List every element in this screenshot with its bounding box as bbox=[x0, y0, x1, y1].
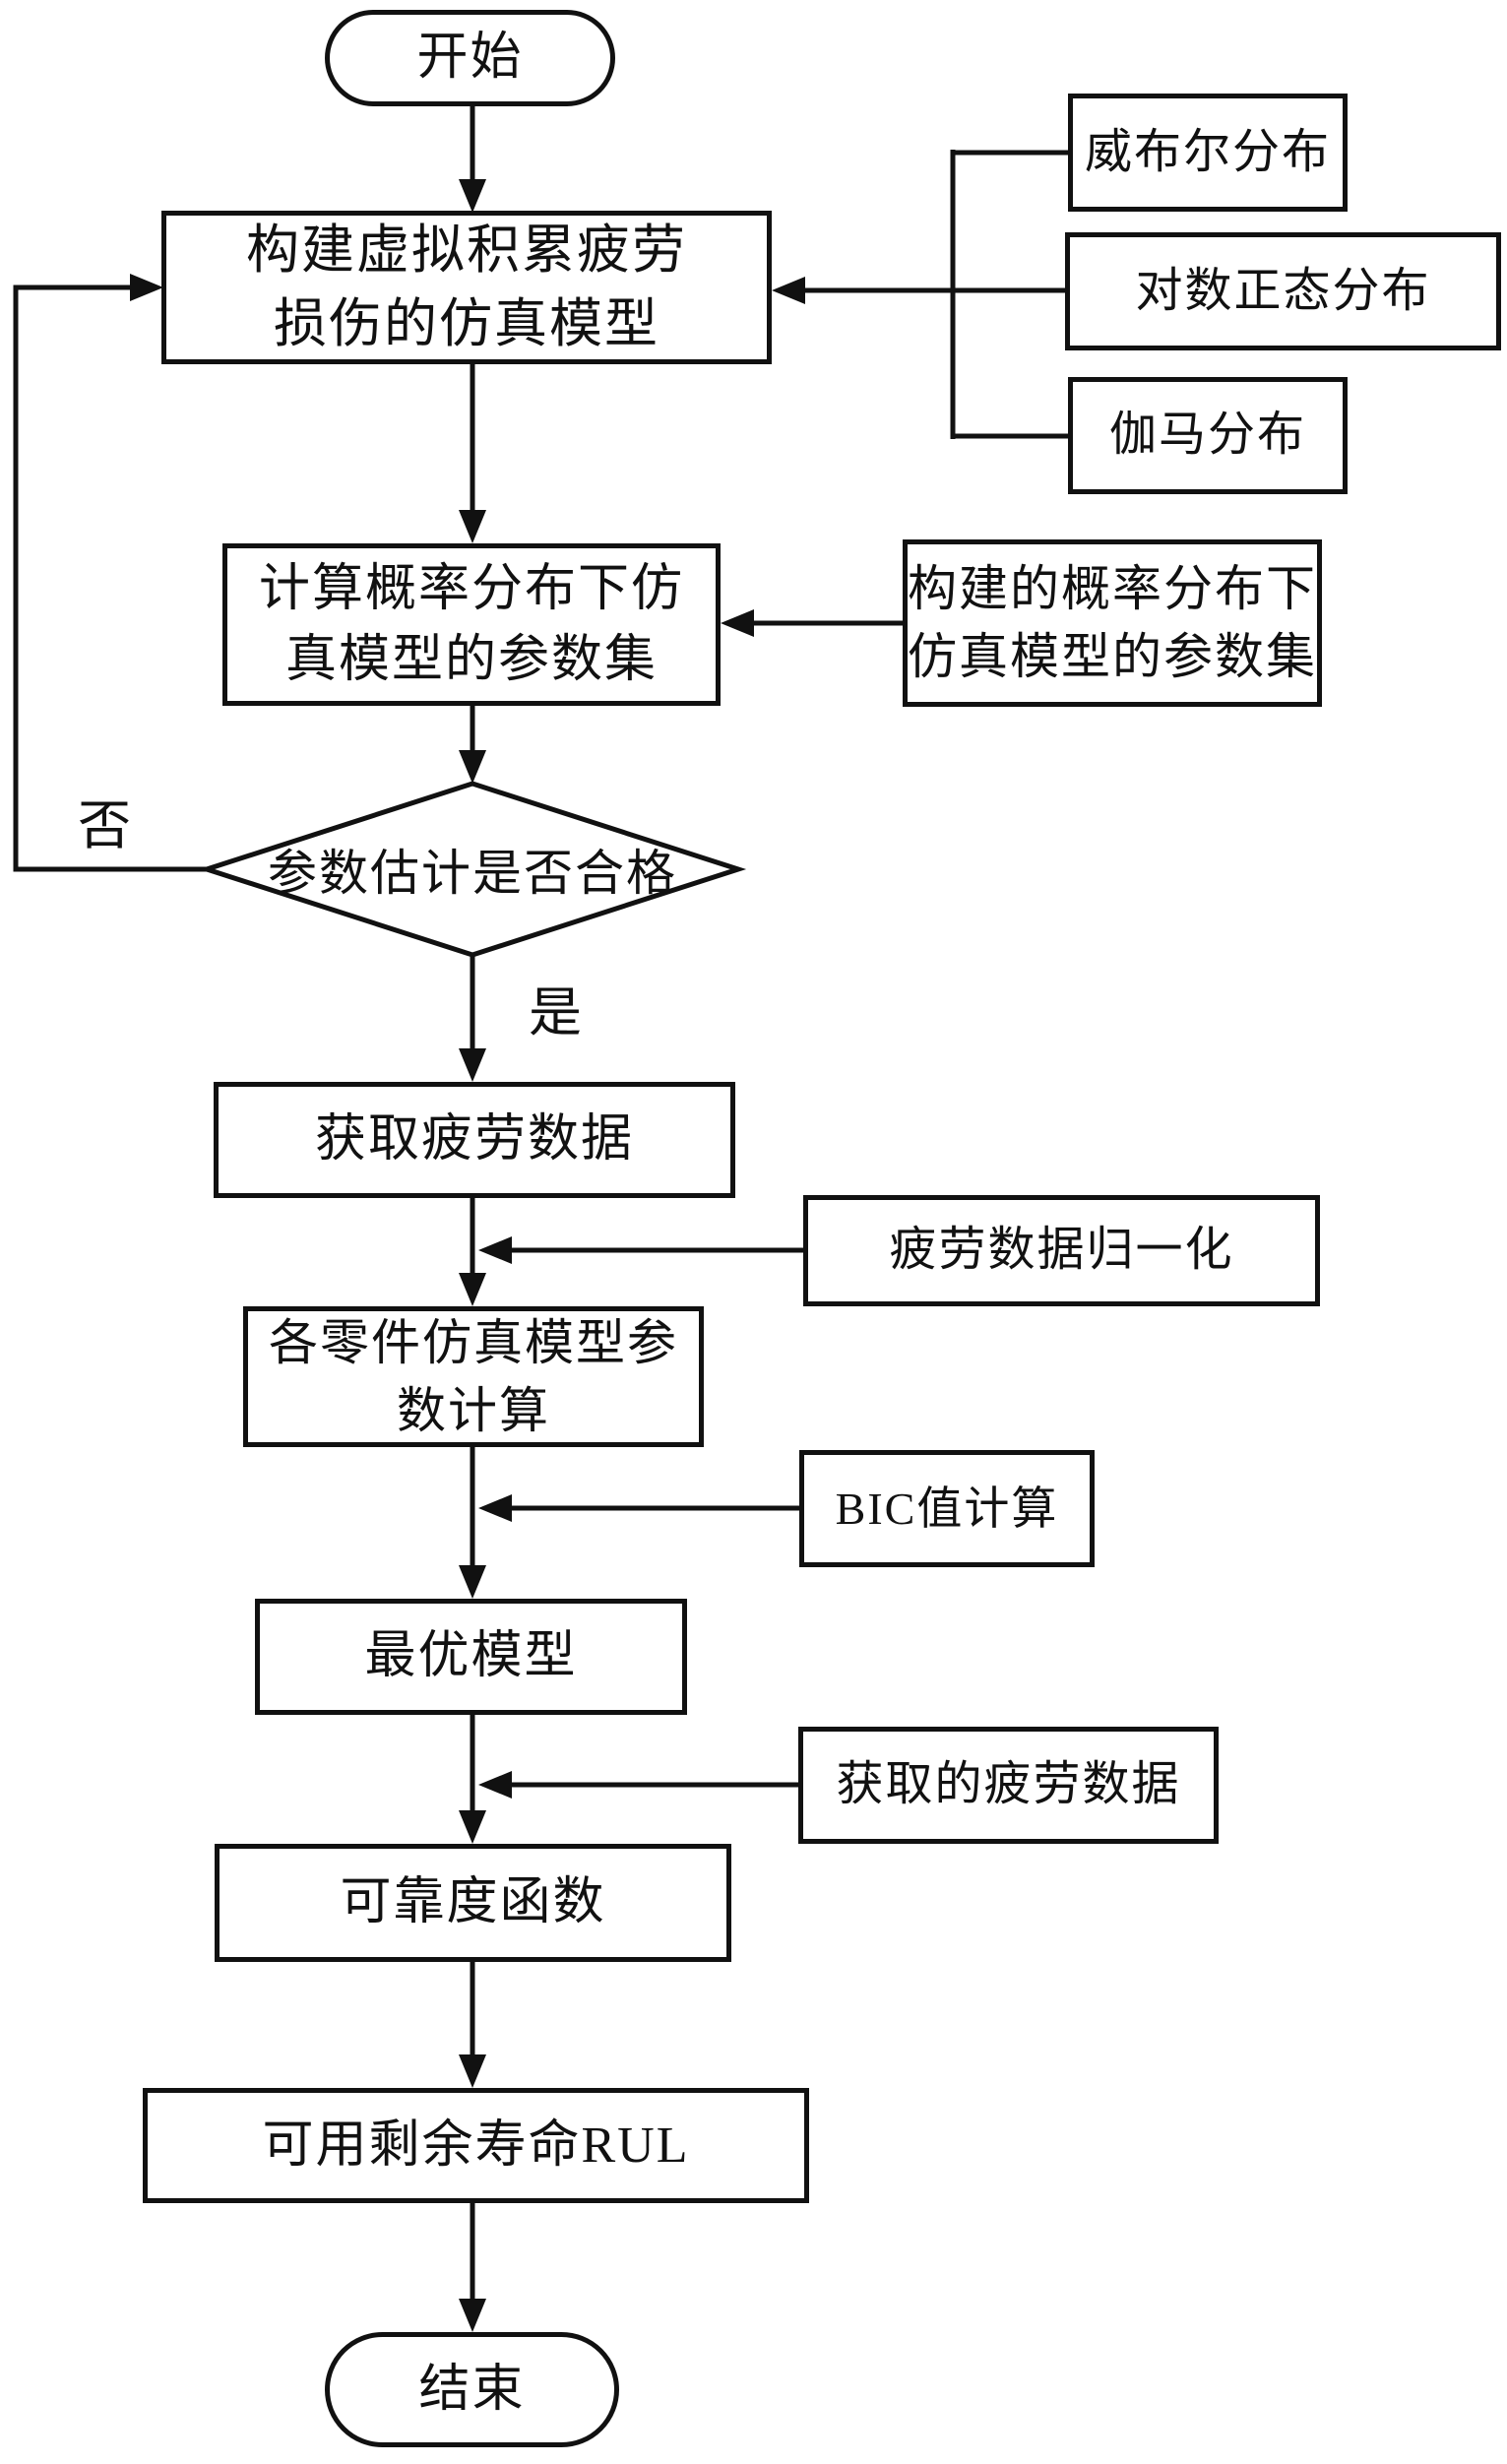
branch-label-yes: 是 bbox=[522, 973, 591, 1042]
arrowhead-left bbox=[772, 277, 805, 304]
arrowhead-down bbox=[459, 2054, 486, 2088]
arrowhead-down bbox=[459, 2299, 486, 2332]
node-label-line2: 真模型的参数集 bbox=[284, 631, 658, 688]
edge-optimal-to-reliability bbox=[459, 1715, 486, 1844]
arrowhead-left bbox=[721, 609, 754, 637]
node-label: 对数正态分布 bbox=[1135, 264, 1431, 317]
arrowhead-down bbox=[459, 1565, 486, 1599]
edge-start-to-build bbox=[459, 104, 486, 213]
node-lognormal-distribution: 对数正态分布 bbox=[1065, 232, 1501, 350]
edge-label: 否 bbox=[78, 795, 133, 855]
node-label-line1: 计算概率分布下仿 bbox=[258, 560, 684, 617]
edge-reliability-to-rul bbox=[459, 1962, 486, 2088]
node-label: 最优模型 bbox=[364, 1628, 578, 1685]
node-label: 获取疲劳数据 bbox=[314, 1111, 634, 1169]
node-label: 伽马分布 bbox=[1108, 409, 1306, 462]
branch-label-no: 否 bbox=[71, 786, 140, 855]
edge-calc-to-decision bbox=[459, 706, 486, 784]
node-label: 可靠度函数 bbox=[340, 1874, 606, 1931]
node-label: 获取的疲劳数据 bbox=[836, 1758, 1181, 1811]
arrowhead-down bbox=[459, 179, 486, 213]
node-label: 可用剩余寿命RUL bbox=[262, 2117, 690, 2174]
node-constructed-params: 构建的概率分布下 仿真模型的参数集 bbox=[903, 539, 1322, 707]
node-end: 结束 bbox=[325, 2332, 619, 2447]
node-decision-label: 参数估计是否合格 bbox=[217, 832, 728, 907]
node-label-line2: 数计算 bbox=[397, 1382, 550, 1438]
node-weibull-distribution: 威布尔分布 bbox=[1068, 94, 1348, 212]
node-label: 开始 bbox=[416, 30, 524, 87]
node-rul: 可用剩余寿命RUL bbox=[143, 2088, 809, 2203]
arrowhead-down bbox=[459, 1048, 486, 1082]
edge-distributions-to-build bbox=[772, 150, 1070, 439]
node-label-line2: 仿真模型的参数集 bbox=[908, 629, 1317, 684]
node-label: 威布尔分布 bbox=[1084, 125, 1331, 178]
node-calc-params: 计算概率分布下仿 真模型的参数集 bbox=[222, 543, 721, 706]
arrowhead-left bbox=[478, 1771, 512, 1799]
arrowhead-down bbox=[459, 1273, 486, 1306]
edge-label: 是 bbox=[529, 982, 584, 1042]
edge-rul-to-end bbox=[459, 2203, 486, 2332]
edge-acquired-junction bbox=[478, 1771, 800, 1799]
node-label-line1: 各零件仿真模型参 bbox=[269, 1314, 678, 1370]
arrowhead-down bbox=[459, 1810, 486, 1844]
arrowhead-down bbox=[459, 510, 486, 543]
arrowhead-left bbox=[478, 1494, 512, 1522]
node-label: 结束 bbox=[418, 2361, 526, 2418]
node-parts-calc: 各零件仿真模型参 数计算 bbox=[243, 1306, 704, 1447]
arrowhead-left bbox=[478, 1236, 512, 1264]
node-label: 参数估计是否合格 bbox=[268, 846, 677, 901]
node-get-fatigue: 获取疲劳数据 bbox=[214, 1082, 735, 1198]
edge-constructed-to-calc bbox=[721, 609, 905, 637]
node-label-line1: 构建的概率分布下 bbox=[908, 561, 1317, 616]
edge-no-feedback bbox=[13, 274, 209, 872]
node-acquired-fatigue-data: 获取的疲劳数据 bbox=[798, 1727, 1219, 1844]
node-bic-calculation: BIC值计算 bbox=[799, 1450, 1095, 1567]
node-label: BIC值计算 bbox=[835, 1483, 1059, 1534]
edge-bic-junction bbox=[478, 1494, 801, 1522]
node-start: 开始 bbox=[325, 10, 615, 106]
node-build-model: 构建虚拟积累疲劳 损伤的仿真模型 bbox=[161, 211, 772, 364]
node-label-line2: 损伤的仿真模型 bbox=[274, 294, 659, 353]
node-label-line1: 构建虚拟积累疲劳 bbox=[246, 221, 687, 281]
node-reliability-function: 可靠度函数 bbox=[215, 1844, 731, 1962]
node-optimal-model: 最优模型 bbox=[255, 1599, 687, 1715]
edge-fatigue-to-parts bbox=[459, 1198, 486, 1306]
edge-build-to-calc bbox=[459, 364, 486, 543]
node-gamma-distribution: 伽马分布 bbox=[1068, 377, 1348, 494]
edge-yes-to-fatigue bbox=[459, 955, 486, 1082]
node-normalize-fatigue-data: 疲劳数据归一化 bbox=[803, 1195, 1320, 1306]
decision-diamond-shape bbox=[198, 781, 747, 958]
node-label: 疲劳数据归一化 bbox=[889, 1224, 1234, 1277]
edge-line bbox=[13, 284, 209, 872]
arrowhead-right bbox=[130, 274, 163, 301]
arrowhead-down bbox=[459, 750, 486, 784]
edge-normalize-junction bbox=[478, 1236, 805, 1264]
edge-parts-to-optimal bbox=[459, 1447, 486, 1599]
